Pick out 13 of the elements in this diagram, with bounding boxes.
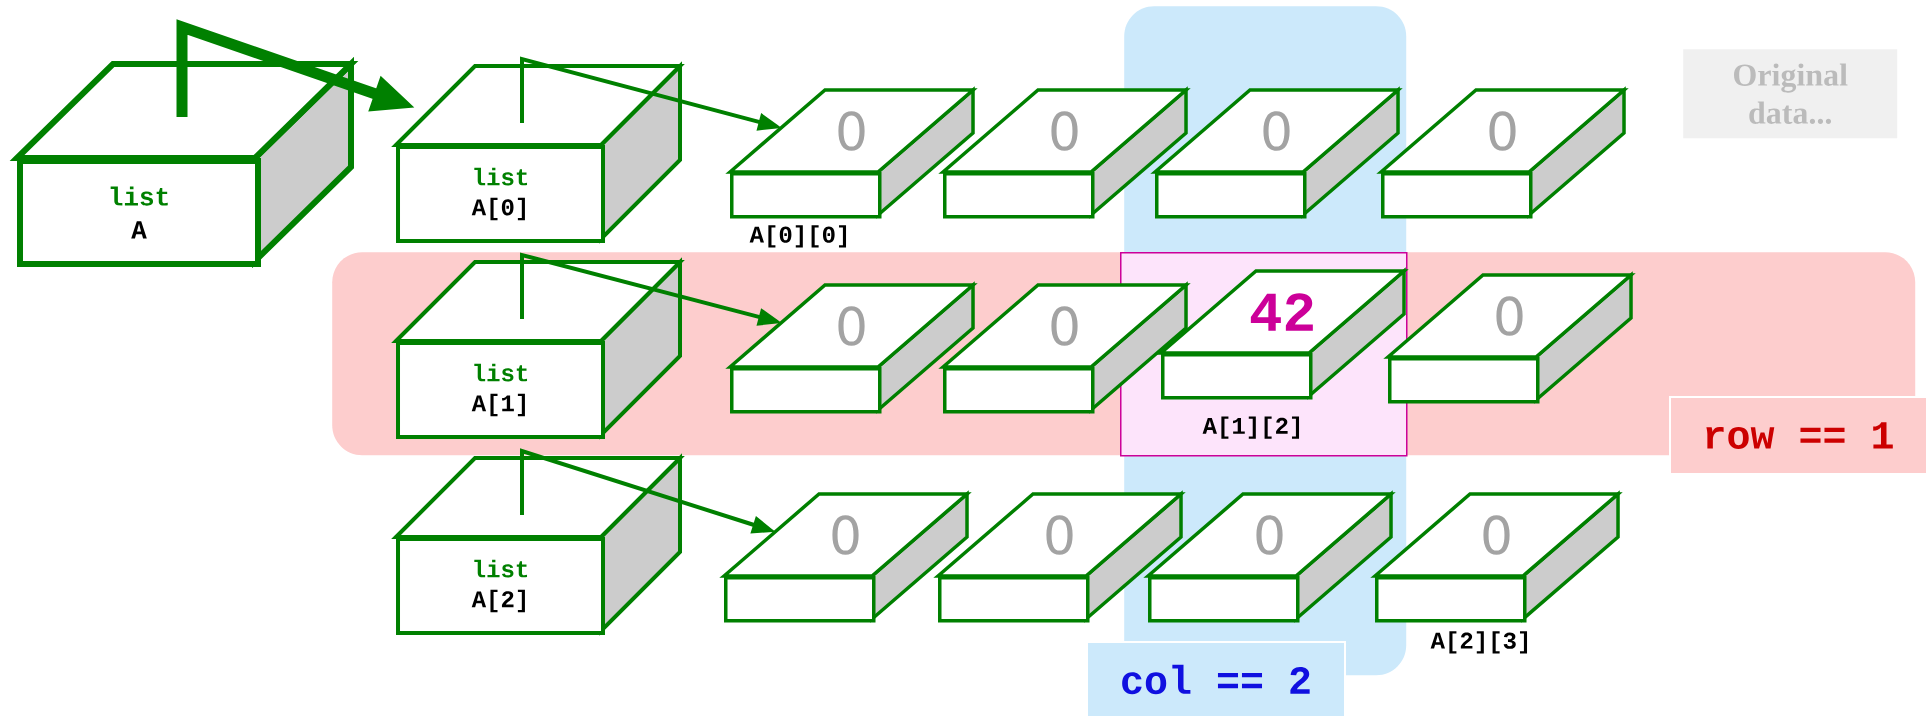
band-label: col == 2: [1086, 641, 1346, 716]
node-label: A[1]: [471, 393, 525, 417]
band-label: row == 1: [1669, 396, 1928, 475]
index-label: A[2][3]: [1430, 631, 1528, 654]
node-label: list: [474, 167, 528, 186]
node-label: list: [474, 363, 528, 382]
node-label: A[0]: [471, 197, 525, 221]
index-label: A[0][0]: [749, 225, 846, 248]
node-label: list: [110, 186, 168, 206]
node-label: list: [474, 559, 528, 578]
node-label: A[2]: [471, 589, 525, 613]
index-label: A[1][2]: [1202, 416, 1300, 439]
node-label: A: [131, 221, 147, 239]
